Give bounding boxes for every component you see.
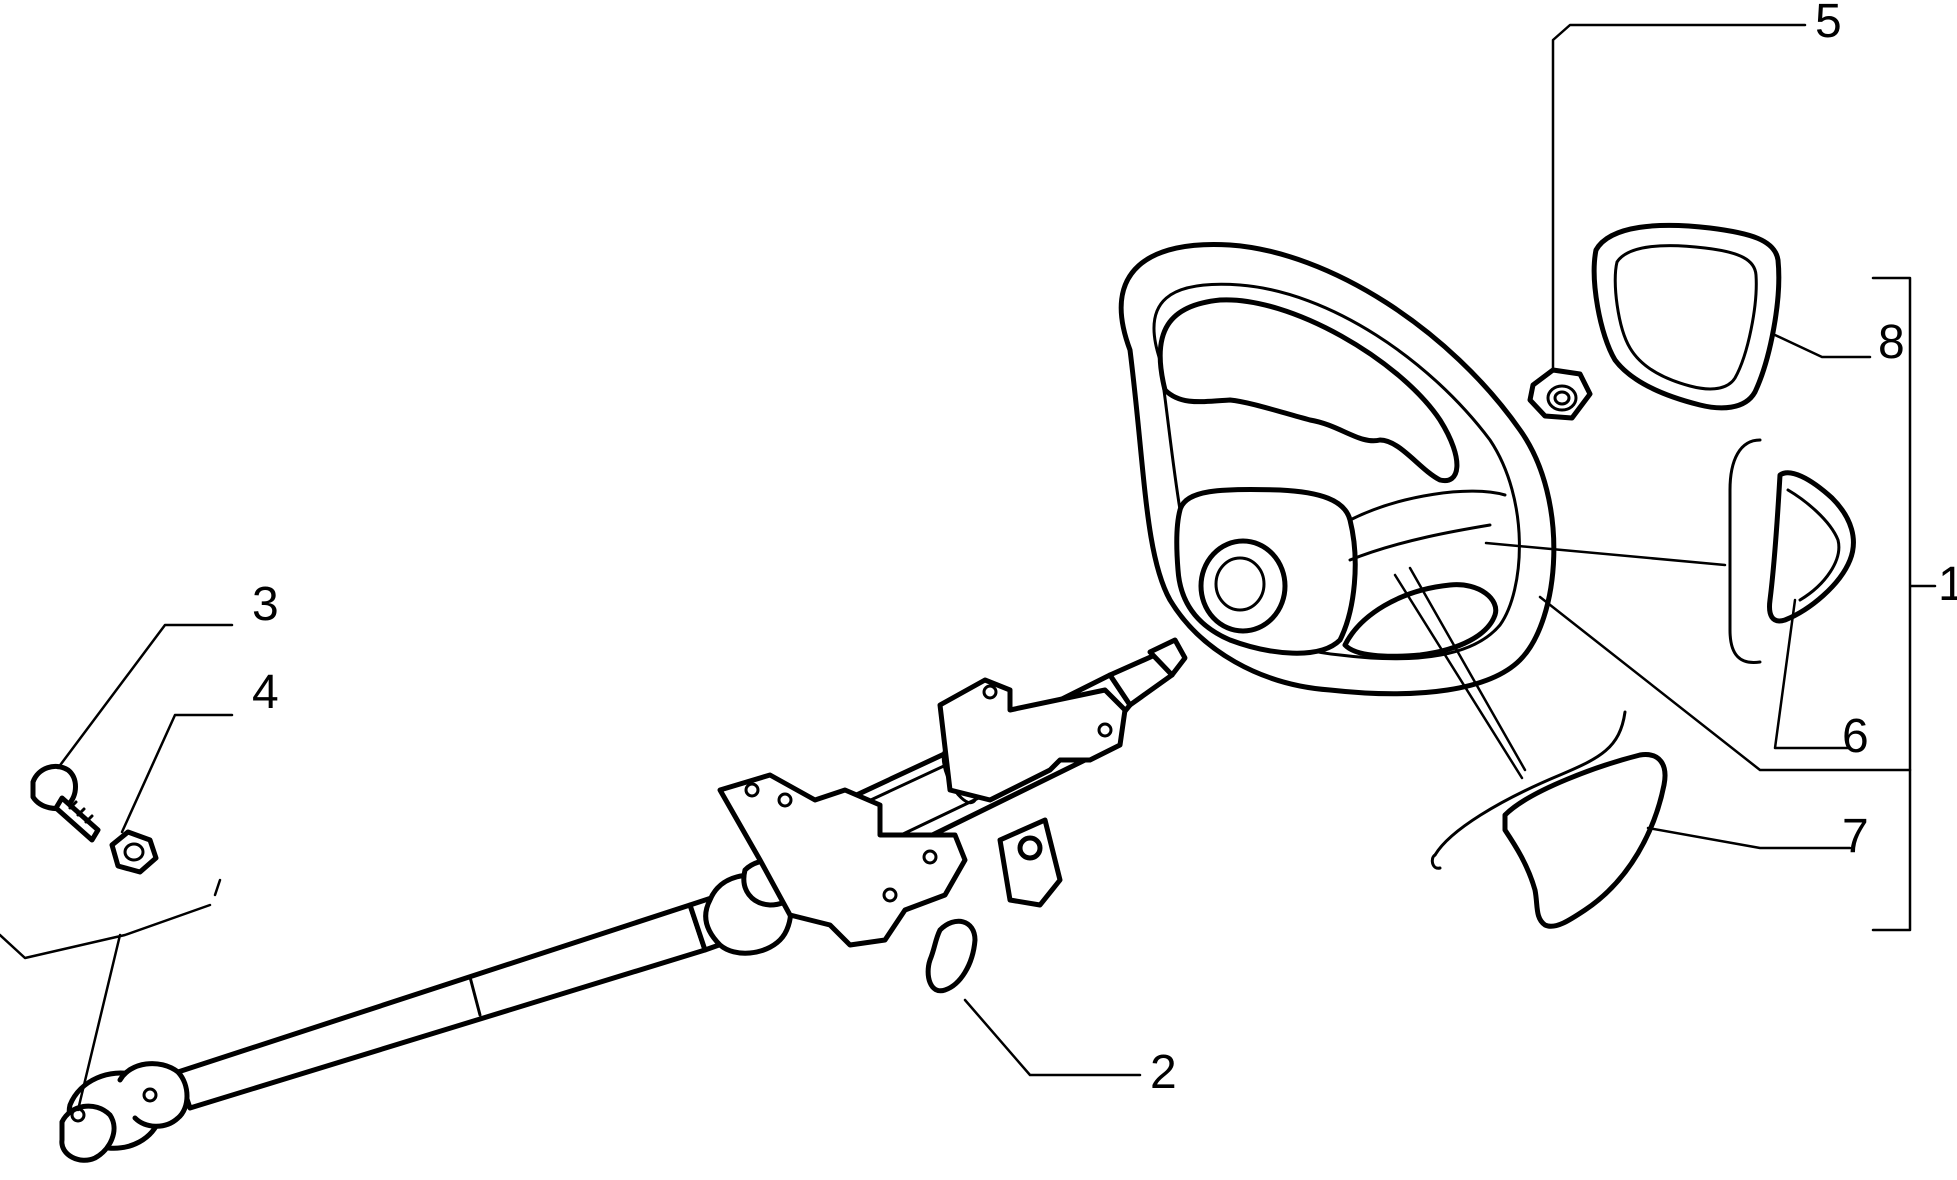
callout-8: 8	[1878, 316, 1905, 369]
leader-1	[1871, 276, 1937, 932]
leader-4	[120, 713, 234, 834]
leader-6	[1773, 598, 1852, 750]
leader-3	[56, 623, 234, 770]
callout-3: 3	[252, 578, 279, 631]
leader-5	[1551, 23, 1807, 370]
leader-2	[963, 998, 1142, 1077]
leader-shaft	[0, 878, 222, 1112]
leader-7-spoke	[1408, 566, 1527, 772]
callout-4: 4	[252, 666, 279, 719]
steering-wheel	[1118, 241, 1557, 697]
bolt	[30, 764, 101, 843]
callout-1: 1	[1938, 558, 1957, 611]
wheel-nut	[1527, 367, 1593, 421]
horn-pad	[1591, 222, 1782, 411]
callout-6: 6	[1842, 710, 1869, 763]
leader-6-spoke	[1484, 541, 1727, 567]
leader-8	[1773, 333, 1872, 359]
lower-spoke-cover	[1430, 710, 1668, 929]
nut	[109, 829, 159, 875]
spoke-trim-cover	[1767, 470, 1856, 624]
bracket-arc	[1728, 438, 1762, 665]
callout-2: 2	[1150, 1046, 1177, 1099]
leader-1-hub	[1538, 595, 1912, 772]
leader-7	[1646, 826, 1852, 850]
callout-7: 7	[1842, 810, 1869, 863]
steering-column	[59, 637, 1188, 1163]
callout-5: 5	[1815, 0, 1842, 48]
